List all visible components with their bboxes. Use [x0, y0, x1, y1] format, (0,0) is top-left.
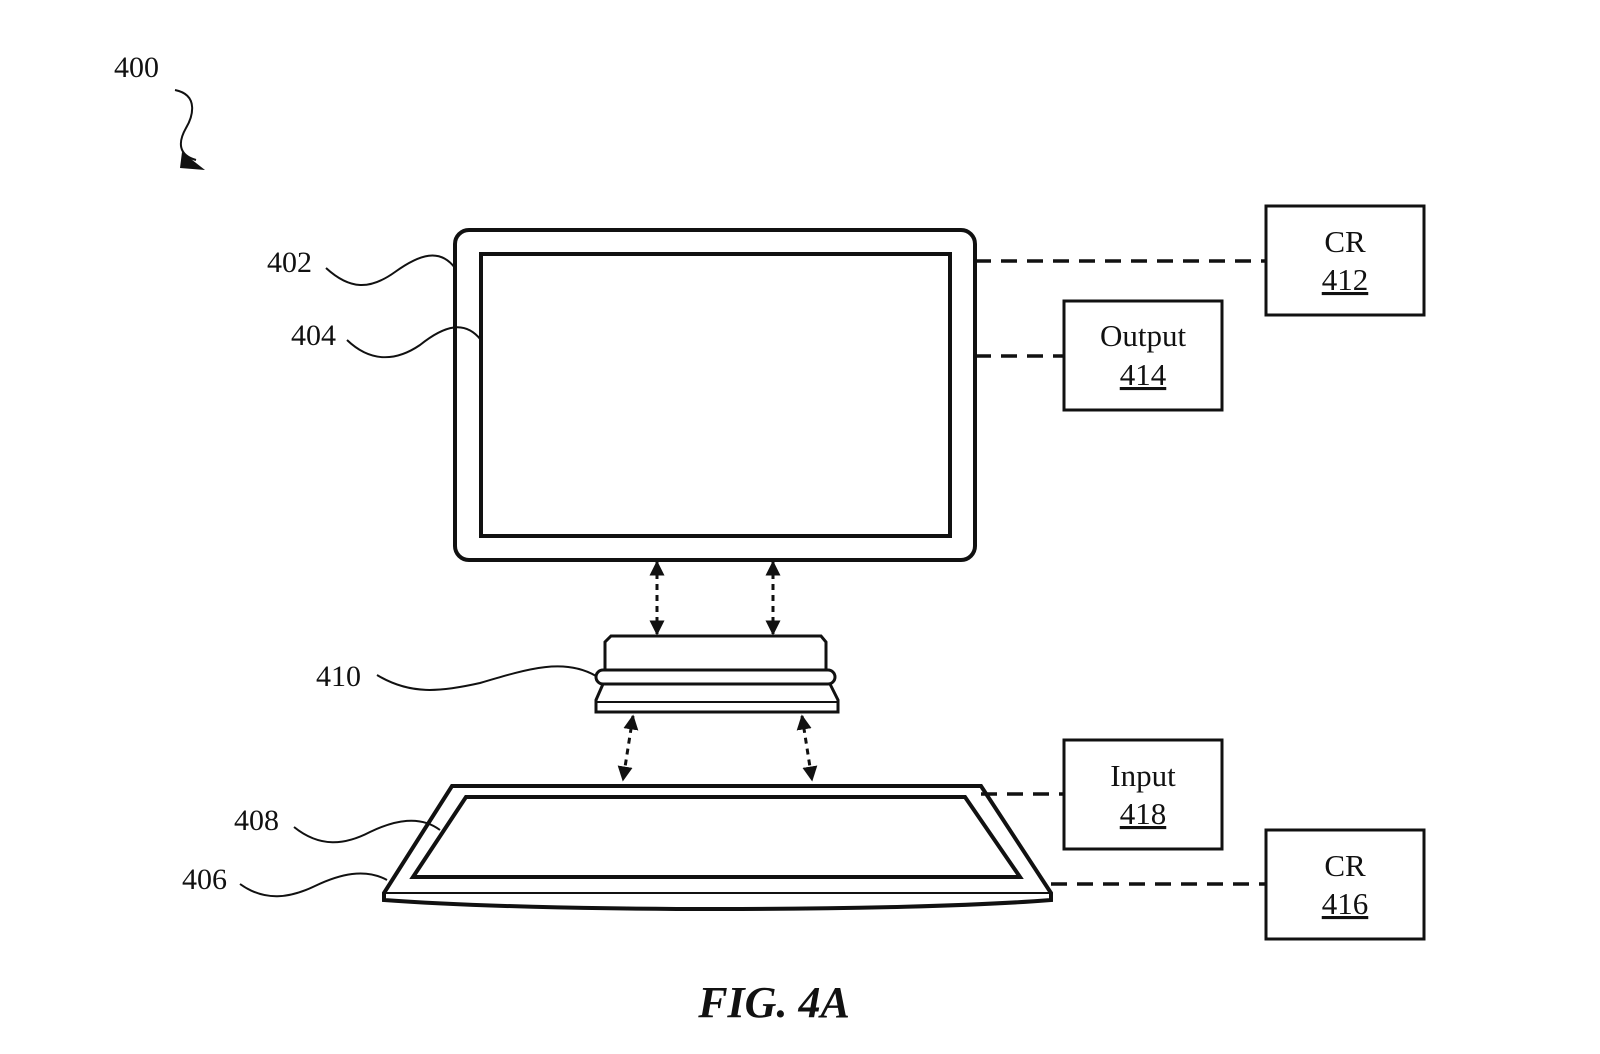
display-screen-404 [479, 252, 952, 538]
ref-406-leader [239, 872, 388, 898]
cr-412-label: CR [1324, 224, 1366, 259]
ref-406-label: 406 [182, 863, 227, 896]
ref-404-leader [346, 326, 482, 359]
cr-416-box [1264, 828, 1426, 941]
input-418-box [1062, 738, 1224, 851]
device-410-base [594, 683, 840, 714]
input-418-number: 418 [1120, 796, 1167, 831]
device-410 [603, 634, 828, 672]
output-414-number: 414 [1120, 357, 1167, 392]
ref-408-label: 408 [234, 804, 279, 837]
ref-400-arrowhead [180, 152, 205, 170]
device-410-band [594, 668, 837, 686]
input-surface-408 [409, 795, 1024, 879]
ref-402-leader [325, 254, 456, 286]
device-surface-arrow-right [796, 714, 818, 782]
display-housing-402 [453, 228, 977, 562]
cr-412-box [1264, 204, 1426, 317]
ref-402-label: 402 [267, 246, 312, 279]
cr-416-number: 416 [1322, 886, 1369, 921]
ref-400-arrow [174, 89, 197, 161]
output-414-label: Output [1100, 318, 1187, 353]
cr-416-label: CR [1324, 848, 1366, 883]
ref-408-leader [293, 819, 441, 844]
ref-410-leader [376, 665, 597, 691]
ref-400-label: 400 [114, 51, 159, 84]
input-surface-406 [382, 784, 1053, 911]
ref-404-label: 404 [291, 319, 336, 352]
cr-412-number: 412 [1322, 262, 1369, 297]
figure-caption: FIG. 4A [697, 978, 850, 1027]
device-surface-arrow-left [617, 714, 639, 782]
ref-410-label: 410 [316, 660, 361, 693]
input-418-label: Input [1110, 758, 1176, 793]
